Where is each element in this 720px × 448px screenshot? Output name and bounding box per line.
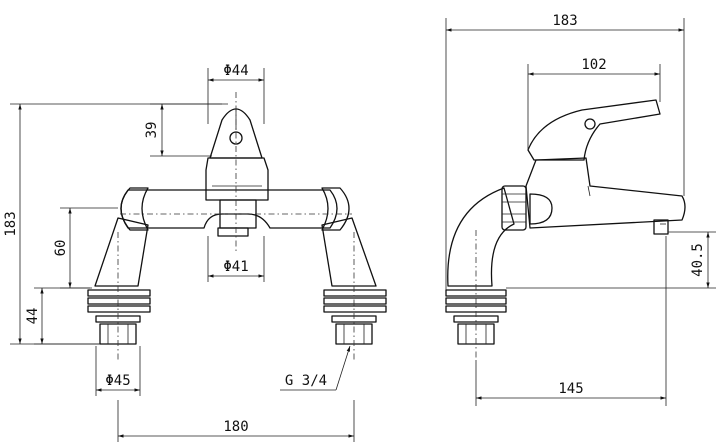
dim-inlet-diameter: Φ44 xyxy=(223,63,248,79)
side-lever xyxy=(527,99,661,161)
control-column xyxy=(205,157,269,201)
thread-label: G 3/4 xyxy=(285,373,327,389)
dim-body-height: 60 xyxy=(53,240,69,257)
side-body xyxy=(525,157,686,229)
dim-side-spout-height: 40.5 xyxy=(690,243,706,277)
side-lever-pivot xyxy=(584,118,596,130)
dim-side-overall-width: 183 xyxy=(552,13,577,29)
right-base-nut xyxy=(323,289,387,345)
right-leg xyxy=(321,217,377,287)
dim-side-lever-length: 102 xyxy=(581,57,606,73)
side-leg xyxy=(447,187,515,287)
side-view: 183 102 40.5 145 xyxy=(445,13,716,406)
dim-centers: 180 xyxy=(223,419,248,435)
mixer-body xyxy=(120,189,338,229)
dim-front-overall-height: 183 xyxy=(3,211,19,236)
dim-spout-diameter: Φ41 xyxy=(223,259,248,275)
left-base-nut xyxy=(87,289,151,345)
dim-leg-height: 44 xyxy=(25,308,41,325)
dim-lever-height: 39 xyxy=(144,122,160,139)
dim-base-diameter: Φ45 xyxy=(105,373,130,389)
right-end-cap xyxy=(321,187,350,231)
left-end-cap xyxy=(120,187,149,231)
side-spout-tip xyxy=(653,219,669,235)
front-view: Φ44 39 183 60 44 Φ41 Φ45 G 3/4 xyxy=(3,63,387,442)
side-coupling xyxy=(501,185,553,231)
lever-handle xyxy=(209,108,263,159)
left-leg xyxy=(94,217,149,287)
lever-pivot xyxy=(229,131,243,145)
dim-side-base-to-outlet: 145 xyxy=(558,381,583,397)
